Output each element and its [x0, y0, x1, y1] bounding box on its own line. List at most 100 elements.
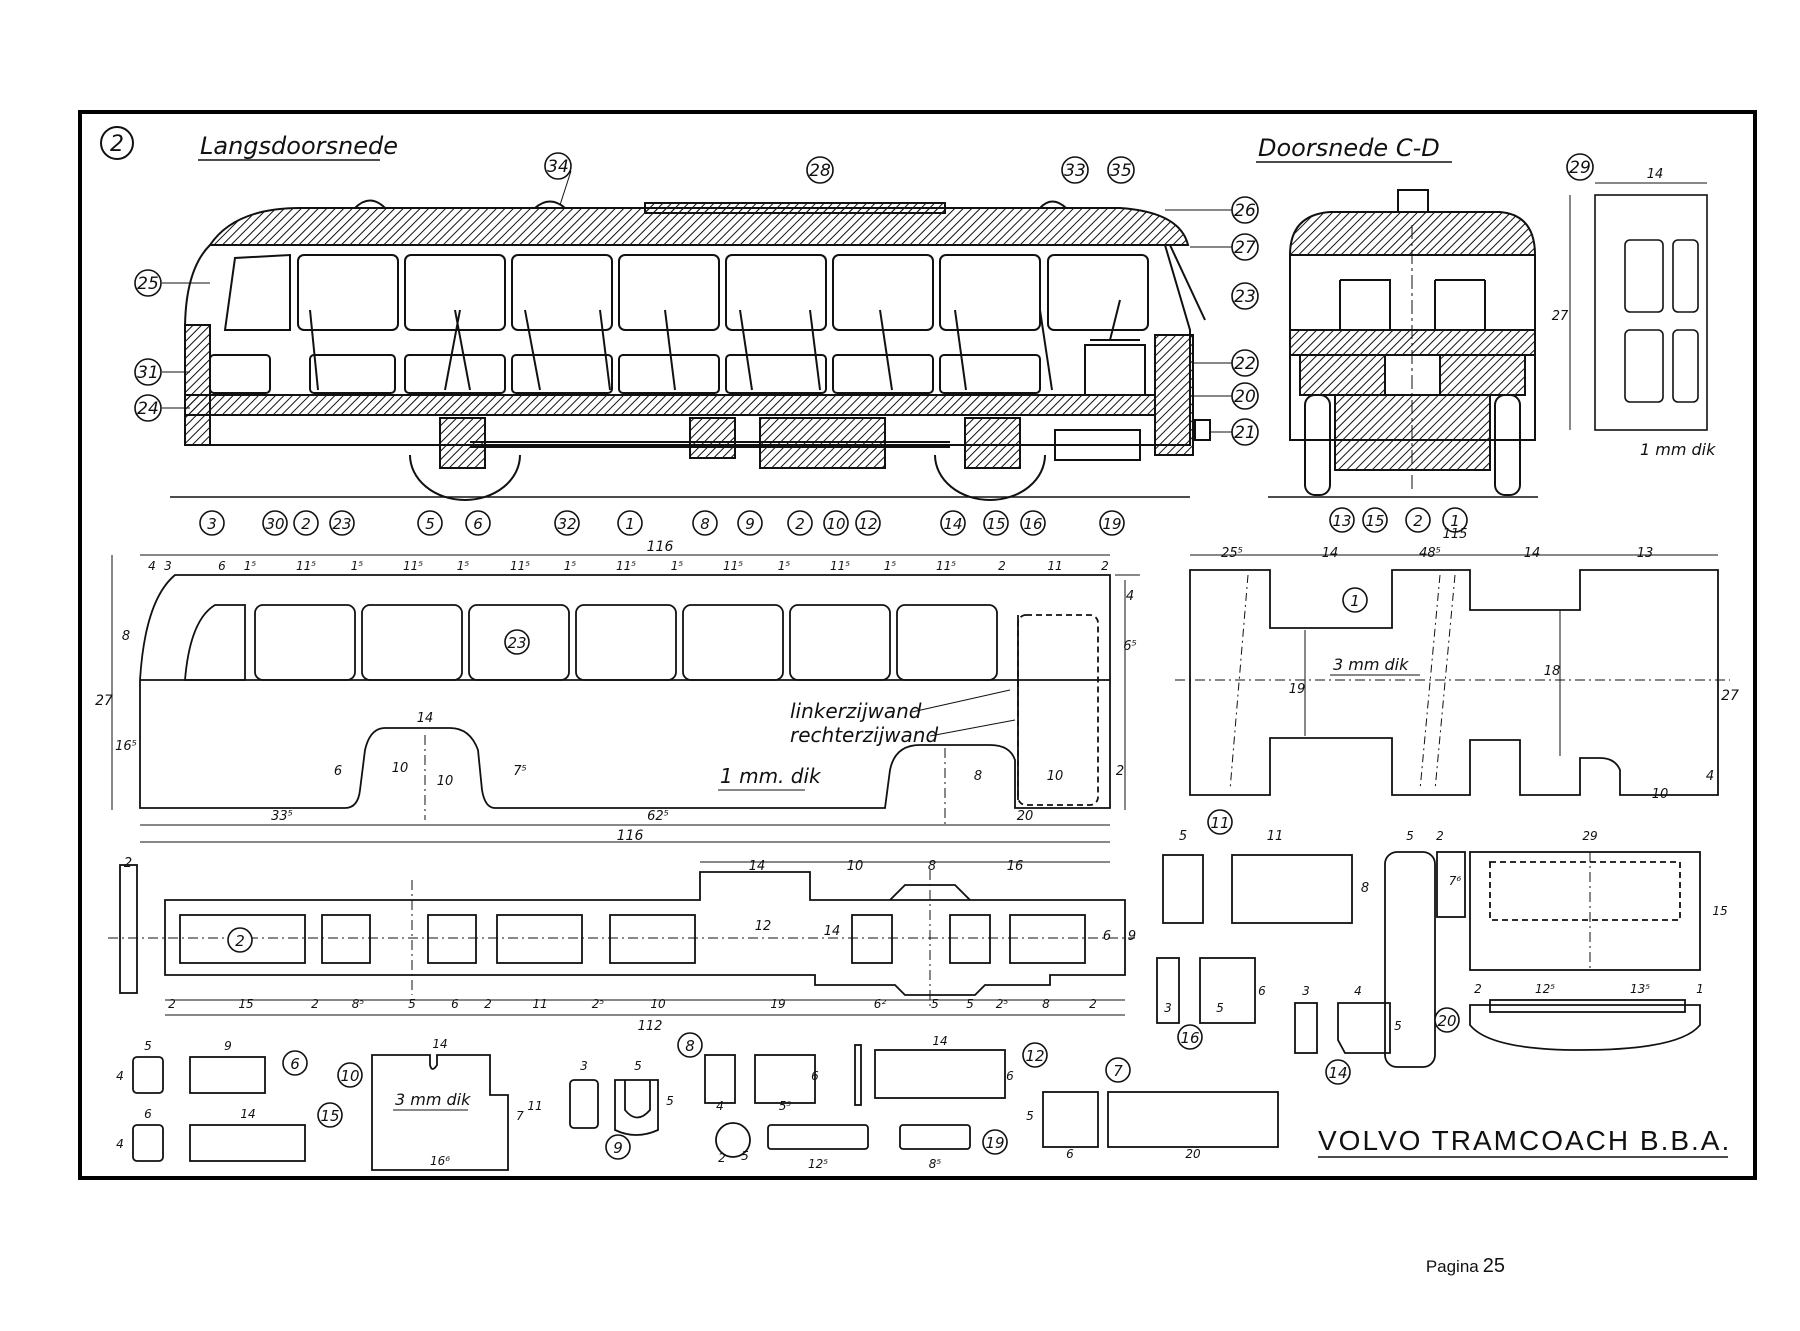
- callout-26: 26: [1234, 201, 1256, 221]
- dim-strip-6: 6: [1103, 929, 1111, 944]
- dim-floor-top-2: 48⁵: [1419, 546, 1441, 561]
- callout-cross-15-1: 15: [1365, 512, 1384, 530]
- dim-strip-bottom-14: 2⁵: [996, 997, 1009, 1011]
- callout-part-6-circle: [282, 1050, 308, 1076]
- dim-part7-0: 5: [1026, 1109, 1034, 1123]
- callout-bottom-10-11: 10: [826, 515, 845, 533]
- dim-side-top-17: 2: [998, 559, 1006, 573]
- dim-rear-2: 2: [1116, 764, 1124, 779]
- callout-bottom-6-5: 6: [473, 515, 483, 533]
- dim-side-height: 27: [95, 693, 113, 709]
- callout-part-23-circle: [504, 629, 530, 655]
- note-3mm-dik: 3 mm dik: [1333, 655, 1409, 674]
- dim-strip-14: 14: [824, 924, 841, 939]
- callout-bottom-9-9-circle: [737, 510, 763, 536]
- callout-bottom-2-2-circle: [293, 510, 319, 536]
- dim-side-165: 16⁵: [115, 739, 137, 754]
- callout-part-19-circle: [982, 1129, 1008, 1155]
- dim-part8-8: 5: [741, 1149, 749, 1163]
- dim-part6-2: 4: [116, 1069, 124, 1083]
- dim-part9-0: 3: [580, 1059, 588, 1073]
- dim-floor-10: 10: [1652, 787, 1669, 802]
- dim-floor-total: 115: [1443, 527, 1468, 542]
- dim-strip-bottom-1: 15: [238, 997, 253, 1011]
- page-number: 25: [1482, 1255, 1505, 1277]
- dim-side-top-10: 11⁵: [616, 559, 636, 573]
- callout-cross-1-3-circle: [1442, 507, 1468, 533]
- dim-part8-4: 6: [1006, 1069, 1014, 1083]
- dim-strip-bottom-2: 2: [311, 997, 319, 1011]
- note-right-wall: rechterzijwand: [790, 723, 938, 747]
- callout-bottom-2-10-circle: [787, 510, 813, 536]
- dim-strip-bottom-3: 8⁵: [352, 997, 365, 1011]
- dim-strip-top-3: 16: [1007, 859, 1024, 874]
- dim-side-top-18: 11: [1047, 559, 1062, 573]
- dim-strip-bottom-13: 5: [966, 997, 974, 1011]
- dim-arch-75: 7⁵: [513, 764, 526, 779]
- dim-strip-bottom-4: 5: [408, 997, 416, 1011]
- dim-14-a: 3: [1302, 984, 1310, 998]
- callout-part-11-circle: [1207, 809, 1233, 835]
- callout-bottom-23-3-circle: [329, 510, 355, 536]
- dim-part8-6: 8⁵: [929, 1157, 942, 1171]
- callout-part-16: 16: [1180, 1029, 1199, 1047]
- dim-side-total: 116: [647, 539, 674, 555]
- dim-arch-10a: 10: [392, 761, 409, 776]
- dim-side-top-2: 6: [218, 559, 226, 573]
- dim-arch-6: 6: [334, 764, 342, 779]
- dim-11-b: 11: [1267, 829, 1284, 844]
- sheet-number-callout: 2: [100, 126, 134, 160]
- dim-11-a: 5: [1179, 829, 1187, 844]
- note-1mm-dik: 1 mm. dik: [720, 764, 822, 788]
- callout-group-top: 34 28 33 35 26 27 23 22 20 21 25 31 24 2…: [134, 152, 1594, 446]
- callout-part-23: 23: [507, 634, 526, 652]
- callout-34: 34: [547, 157, 569, 177]
- callout-part-7-circle: [1105, 1057, 1131, 1083]
- callout-bottom-12-12-circle: [855, 510, 881, 536]
- view-title-longitudinal: Langsdoorsnede: [200, 132, 398, 160]
- dim-14-b: 4: [1354, 984, 1362, 998]
- part-1-floor-plate: [1175, 554, 1730, 796]
- callout-cross-2-2: 2: [1413, 512, 1423, 530]
- dim-strip-top-2: 8: [928, 859, 936, 874]
- note-left-wall: linkerzijwand: [790, 699, 922, 723]
- callout-bottom-12-12: 12: [858, 515, 877, 533]
- callout-bottom-23-3: 23: [332, 515, 351, 533]
- dim-side-top-13: 1⁵: [778, 559, 791, 573]
- callout-part-9: 9: [613, 1139, 623, 1157]
- drawing-frame: [78, 110, 1757, 1180]
- dim-side-bottom-2: 20: [1017, 809, 1034, 824]
- dim-part7-2: 20: [1185, 1147, 1201, 1161]
- callout-bottom-14-13-circle: [940, 510, 966, 536]
- dim-part7-1: 6: [1066, 1147, 1074, 1161]
- callout-part-8-circle: [677, 1032, 703, 1058]
- note-3mm-dik-b: 3 mm dik: [395, 1090, 471, 1109]
- sheet-number: 2: [110, 132, 124, 157]
- dim-arch-14: 14: [417, 711, 434, 726]
- dim-part6-0: 5: [144, 1039, 152, 1053]
- dim-strip-bottom-8: 2⁵: [592, 997, 605, 1011]
- cross-section-view: [1268, 189, 1538, 498]
- dim-part8-7: 2: [718, 1151, 726, 1165]
- callout-cross-13-0: 13: [1332, 512, 1351, 530]
- callout-part-20: 20: [1437, 1012, 1456, 1030]
- callout-part-1-circle: [1342, 587, 1368, 613]
- dim-11-c: 8: [1361, 881, 1369, 896]
- dim-part8-2: 6: [811, 1069, 819, 1083]
- dim-part10-2: 11: [527, 1099, 542, 1113]
- dim-part10-1: 7: [516, 1109, 524, 1123]
- dim-side-total-bottom: 116: [617, 828, 644, 844]
- callout-part-12: 12: [1025, 1047, 1044, 1065]
- part-2-strip: [108, 861, 1135, 1016]
- dim-strip-bottom-10: 19: [770, 997, 785, 1011]
- dim-strip-total: 112: [638, 1019, 663, 1034]
- dim-side-top-15: 1⁵: [884, 559, 897, 573]
- dim-part20-1: 2: [1436, 829, 1444, 843]
- dim-part15-1: 14: [240, 1107, 255, 1121]
- dim-side-right-65: 6⁵: [1123, 639, 1136, 654]
